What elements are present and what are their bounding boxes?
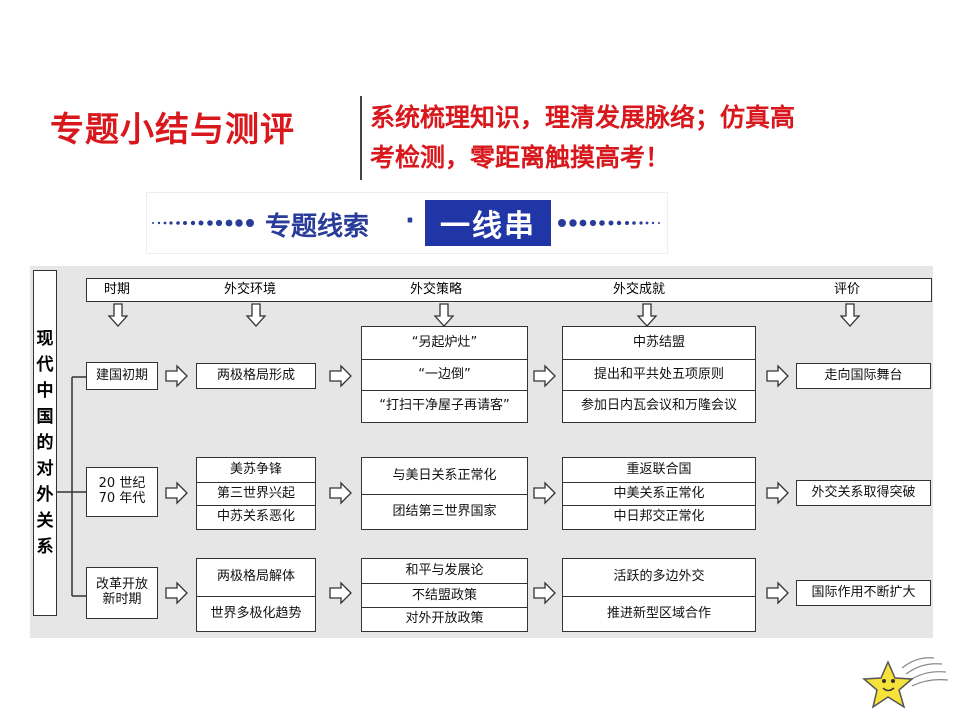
- subtitle-line-2: 考检测，零距离触摸高考！: [370, 143, 671, 172]
- dotted-line-icon: [558, 219, 660, 227]
- strategy-item: 和平与发展论: [405, 562, 484, 578]
- vertical-title-char: 中: [36, 381, 54, 401]
- column-header-period: 时期: [98, 281, 137, 299]
- period-line: 改革开放: [95, 577, 148, 593]
- period-line: 70 年代: [98, 491, 146, 506]
- vertical-title-char: 国: [36, 407, 54, 427]
- achievement-box: 活跃的多边外交 推进新型区域合作: [562, 558, 756, 632]
- achievement-box: 重返联合国 中美关系正常化 中日邦交正常化: [562, 457, 756, 530]
- vertical-title-char: 外: [36, 485, 54, 505]
- banner-highlight: 一线串: [425, 200, 551, 246]
- achievement-box: 中苏结盟 提出和平共处五项原则 参加日内瓦会议和万隆会议: [562, 326, 756, 423]
- column-header-evaluation: 评价: [828, 281, 867, 299]
- achievement-item: 中日邦交正常化: [563, 505, 755, 529]
- evaluation-box: 外交关系取得突破: [796, 480, 931, 506]
- achievement-item: 推进新型区域合作: [563, 596, 755, 631]
- period-line: 新时期: [102, 592, 142, 607]
- evaluation-box: 走向国际舞台: [796, 363, 931, 389]
- environment-item: 两极格局解体: [216, 569, 295, 585]
- star-icon: [862, 657, 949, 709]
- strategy-item: 与美日关系正常化: [392, 467, 497, 483]
- banner-separator: ·: [405, 206, 415, 236]
- vertical-title-char: 代: [36, 355, 54, 375]
- vertical-title-char: 的: [36, 433, 54, 453]
- environment-item: 美苏争锋: [229, 461, 282, 477]
- column-header-strategy: 外交策略: [404, 281, 469, 299]
- strategy-item: 团结第三世界国家: [362, 494, 527, 529]
- vertical-title-char: 关: [36, 511, 54, 531]
- evaluation-box: 国际作用不断扩大: [796, 580, 931, 606]
- achievement-item: 中美关系正常化: [563, 482, 755, 506]
- title-divider: [360, 96, 362, 180]
- achievement-item: 重返联合国: [626, 461, 692, 477]
- vertical-title-char: 现: [36, 329, 54, 349]
- column-header-bar: [86, 278, 932, 302]
- environment-item: 第三世界兴起: [197, 482, 315, 506]
- column-header-environment: 外交环境: [218, 281, 283, 299]
- strategy-item: “打扫干净屋子再请客”: [362, 390, 527, 422]
- strategy-item: 不结盟政策: [362, 583, 527, 608]
- achievement-item: 提出和平共处五项原则: [563, 359, 755, 391]
- vertical-title-char: 对: [36, 459, 54, 479]
- period-line: 20 世纪: [98, 476, 146, 492]
- environment-box: 两极格局形成: [196, 363, 316, 389]
- strategy-item: 对外开放政策: [362, 607, 527, 631]
- page-subtitle: 系统梳理知识，理清发展脉络；仿真高 考检测，零距离触摸高考！: [370, 98, 890, 178]
- strategy-box: 与美日关系正常化 团结第三世界国家: [361, 457, 528, 530]
- environment-item: 中苏关系恶化: [197, 505, 315, 529]
- banner-left-text: 专题线索: [265, 212, 370, 242]
- dotted-line-icon: [152, 219, 254, 227]
- period-box: 改革开放 新时期: [86, 567, 158, 619]
- page-title: 专题小结与测评: [50, 110, 295, 150]
- achievement-item: 中苏结盟: [632, 334, 685, 350]
- subtitle-line-1: 系统梳理知识，理清发展脉络；仿真高: [370, 103, 796, 132]
- environment-box: 两极格局解体 世界多极化趋势: [196, 558, 316, 632]
- strategy-item: “另起炉灶”: [411, 334, 478, 350]
- strategy-box: 和平与发展论 不结盟政策 对外开放政策: [361, 558, 528, 632]
- hollow-arrow-icon: [165, 364, 789, 605]
- vertical-title-char: 系: [36, 537, 54, 557]
- column-header-achievement: 外交成就: [607, 281, 672, 299]
- achievement-item: 参加日内瓦会议和万隆会议: [563, 390, 755, 422]
- strategy-item: “一边倒”: [362, 359, 527, 391]
- topic-banner: 专题线索 · 一线串: [147, 193, 667, 253]
- achievement-item: 活跃的多边外交: [613, 569, 705, 585]
- period-box: 20 世纪 70 年代: [86, 467, 158, 517]
- strategy-box: “另起炉灶” “一边倒” “打扫干净屋子再请客”: [361, 326, 528, 423]
- environment-item: 世界多极化趋势: [197, 596, 315, 631]
- period-box: 建国初期: [86, 362, 158, 390]
- diagram-vertical-title: 现 代 中 国 的 对 外 关 系: [33, 270, 57, 616]
- down-arrow-icon: [107, 303, 861, 327]
- environment-box: 美苏争锋 第三世界兴起 中苏关系恶化: [196, 457, 316, 530]
